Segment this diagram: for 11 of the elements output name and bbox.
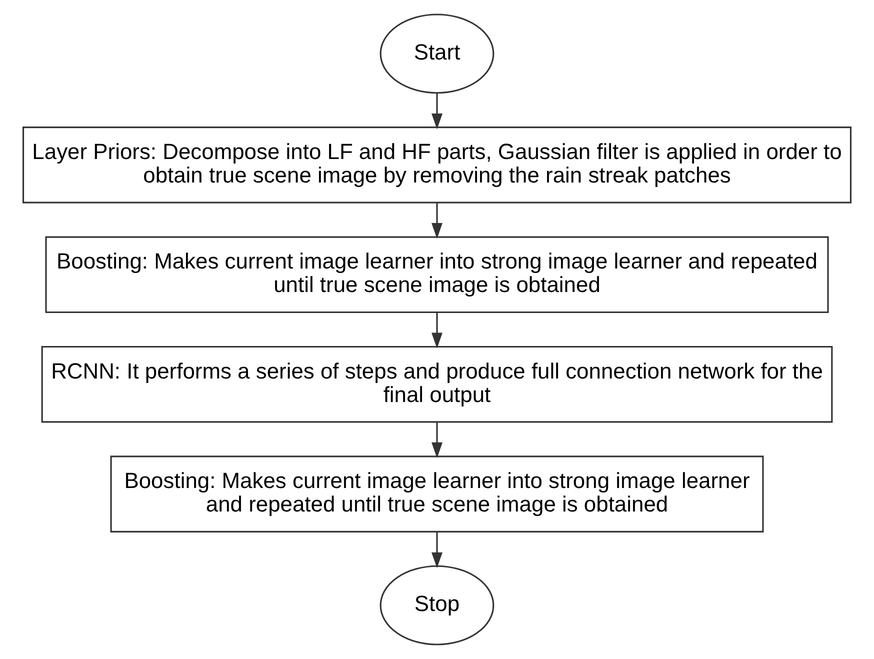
node-box: RCNN: It performs a series of steps and produce full connection network for the final output: [41, 346, 833, 423]
arrow: [432, 422, 442, 458]
node-ellipse: Start: [380, 14, 494, 94]
node-ellipse: Stop: [380, 565, 494, 646]
arrow: [432, 312, 442, 348]
node-box: Boosting: Makes current image learner into strong image learner and repeated until true scene image is obtained: [45, 236, 829, 314]
arrow: [432, 532, 442, 568]
node-box: Boosting: Makes current image learner into strong image learner and repeated until true scene image is obtained: [110, 456, 764, 532]
arrow: [432, 202, 442, 239]
arrow: [432, 93, 442, 130]
node-box: Layer Priors: Decompose into LF and HF parts, Gaussian filter is applied in order to obtain true scene image by removing the rain streak patches: [22, 126, 852, 204]
